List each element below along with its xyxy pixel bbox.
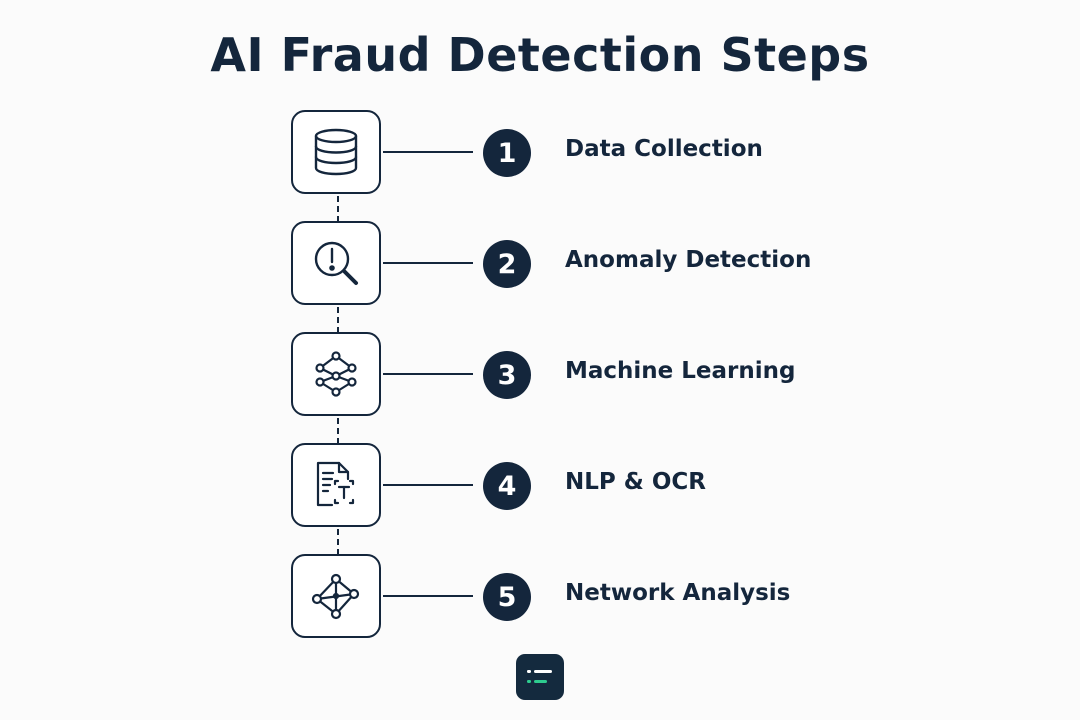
network-graph-icon (311, 573, 360, 620)
step-connector-line (383, 262, 473, 264)
step-label: Anomaly Detection (565, 247, 812, 273)
step-icon-box (291, 110, 381, 194)
step-connector-line (383, 595, 473, 597)
neural-network-icon (315, 351, 357, 397)
dashed-connector (337, 529, 339, 555)
step-number-badge: 3 (483, 351, 531, 399)
step-label: Data Collection (565, 136, 763, 162)
step-number-badge: 5 (483, 573, 531, 621)
page-title: AI Fraud Detection Steps (210, 28, 870, 82)
step-number-badge: 1 (483, 129, 531, 177)
step-icon-box (291, 554, 381, 638)
step-connector-line (383, 484, 473, 486)
step-icon-box (291, 443, 381, 527)
step-1: 1 Data Collection (291, 110, 851, 196)
step-connector-line (383, 373, 473, 375)
database-icon (314, 128, 358, 176)
step-label: Machine Learning (565, 358, 796, 384)
step-2: 2 Anomaly Detection (291, 221, 851, 307)
step-label: NLP & OCR (565, 469, 706, 495)
logo-badge (516, 654, 564, 700)
step-label: Network Analysis (565, 580, 791, 606)
document-text-scan-icon (316, 461, 355, 507)
step-5: 5 Network Analysis (291, 554, 851, 640)
dashed-connector (337, 307, 339, 333)
dashed-connector (337, 196, 339, 222)
step-icon-box (291, 221, 381, 305)
magnifier-alert-icon (314, 241, 358, 285)
step-3: 3 Machine Learning (291, 332, 851, 418)
step-icon-box (291, 332, 381, 416)
step-number-badge: 2 (483, 240, 531, 288)
step-number-badge: 4 (483, 462, 531, 510)
dashed-connector (337, 418, 339, 444)
step-connector-line (383, 151, 473, 153)
step-4: 4 NLP & OCR (291, 443, 851, 529)
logo-icon (527, 670, 552, 683)
